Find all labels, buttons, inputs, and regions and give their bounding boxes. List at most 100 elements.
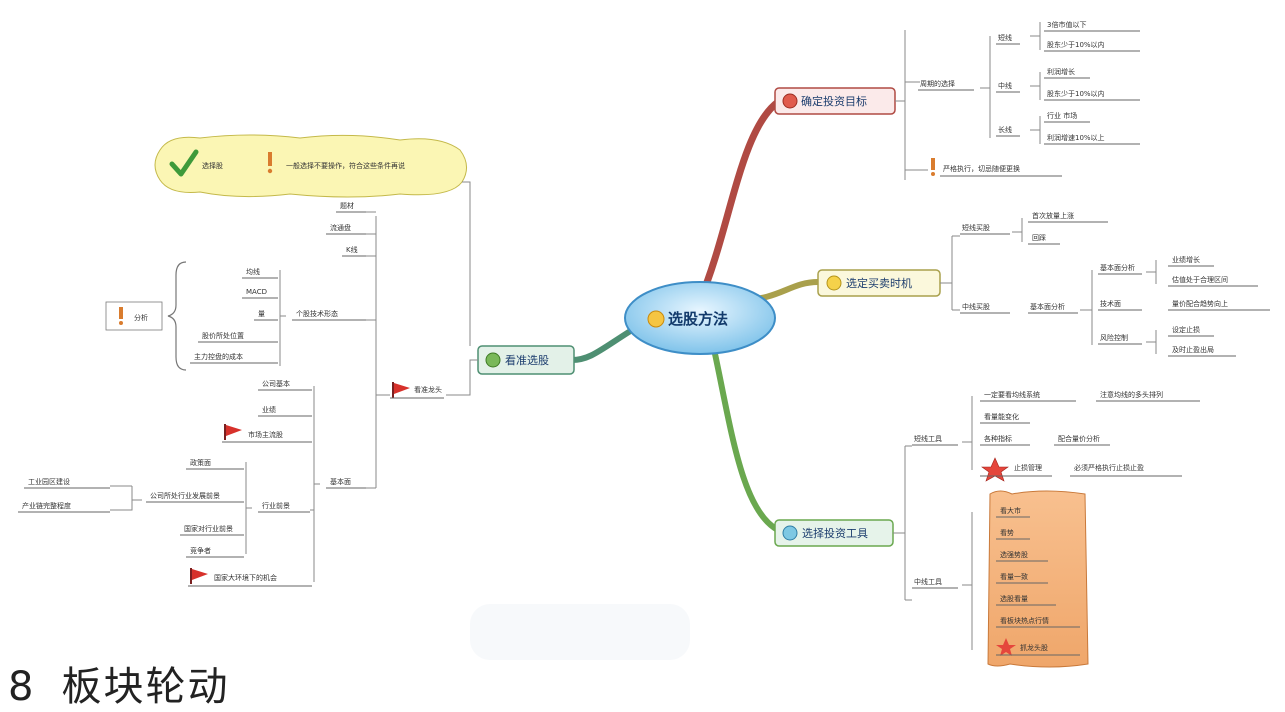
branch3-row4: 止损管理 <box>1014 463 1042 472</box>
branch2-n1: 短线买股 <box>962 223 990 232</box>
branch2-group1-item2: 估值处于合理区间 <box>1172 275 1228 284</box>
branch1-topic[interactable]: 确定投资目标 <box>774 87 896 115</box>
branch4-tech4: 股价所处位置 <box>202 331 244 340</box>
section-number: 8 <box>8 664 36 710</box>
exclamation-icon <box>119 307 123 325</box>
smiley-icon <box>647 310 665 328</box>
branch1-group2-label: 中线 <box>998 81 1012 90</box>
branch2-group2-label: 技术面 <box>1100 299 1121 308</box>
branch2-n2-mid: 基本面分析 <box>1030 302 1065 311</box>
branch1-group2-item2: 股东少于10%以内 <box>1047 89 1105 98</box>
exclamation-icon <box>267 152 273 174</box>
branch1-note: 严格执行，切忌随便更换 <box>943 164 1020 173</box>
branch4-ind3: 国家对行业前景 <box>184 524 233 533</box>
flag-icon <box>224 424 242 440</box>
branch4-left1: 工业园区建设 <box>28 477 70 486</box>
branch2-group3-item1: 设定止损 <box>1172 325 1200 334</box>
branch3-scroll-7: 抓龙头股 <box>1020 643 1048 652</box>
callout-cloud: 选择股 一般选择不要操作，符合这些条件再说 <box>154 134 467 198</box>
branch2-label: 选定买卖时机 <box>846 276 912 290</box>
branch4-fund-label: 基本面 <box>330 477 351 486</box>
branch4-mark: 看准龙头 <box>414 385 442 394</box>
tools-scroll <box>987 490 1089 668</box>
branch3-scroll-4: 看量一致 <box>1000 572 1028 581</box>
gear-icon <box>782 525 798 541</box>
branch4-ind1: 政策面 <box>190 458 211 467</box>
branch3-scroll-2: 看势 <box>1000 528 1014 537</box>
branch4-tech5: 主力控盘的成本 <box>194 352 243 361</box>
branch1-group3-label: 长线 <box>998 125 1012 134</box>
branch1-group2-item1: 利润增长 <box>1047 67 1075 76</box>
branch3-topic[interactable]: 选择投资工具 <box>774 519 894 547</box>
branch2-n1-item2: 回踩 <box>1032 234 1046 242</box>
branch3-row3: 各种指标 <box>984 434 1012 443</box>
branch1-node: 周期的选择 <box>920 79 955 88</box>
flag-icon <box>392 382 410 398</box>
branch-investment-tools: 选择投资工具 短线工具 一定要看均线系统 注意均线的多头排列 看量能变化 各种指… <box>774 390 1200 668</box>
branch2-group1-item1: 业绩增长 <box>1172 255 1200 264</box>
branch4-last: 国家大环境下的机会 <box>214 573 277 582</box>
branch-investment-goal: 确定投资目标 周期的选择 短线 3倍市值以下 股东少于10%以内 中线 利润增长… <box>774 20 1140 180</box>
branch4-top3: K线 <box>346 245 358 254</box>
branch4-tech3: 量 <box>258 310 265 318</box>
branch4-left2: 产业链完整程度 <box>22 501 71 510</box>
branch4-top2: 流通盘 <box>330 223 351 232</box>
callout-check-label: 选择股 <box>202 161 223 170</box>
callout-note: 一般选择不要操作，符合这些条件再说 <box>286 161 405 170</box>
branch1-group1-item1: 3倍市值以下 <box>1047 20 1086 29</box>
branch4-fund3: 市场主流股 <box>248 430 283 439</box>
branch3-label: 选择投资工具 <box>802 526 868 540</box>
branch1-group1-label: 短线 <box>998 33 1012 42</box>
branch3-row3-ext: 配合量价分析 <box>1058 434 1100 443</box>
branch3-row4-ext: 必须严格执行止损止盈 <box>1074 463 1144 472</box>
mind-map: 选股方法 确定投资目标 周期的选择 短线 3倍市值以下 股东少于10%以内 中线… <box>18 20 1270 668</box>
branch4-label: 看准选股 <box>505 353 549 367</box>
branch4-ind2: 公司所处行业发展前景 <box>150 491 220 500</box>
branch2-n2: 中线买股 <box>962 302 990 311</box>
white-patch <box>470 604 690 660</box>
checkmark-icon <box>169 149 199 177</box>
branch2-topic[interactable]: 选定买卖时机 <box>817 269 941 297</box>
analysis-box <box>105 301 163 331</box>
branch2-group1-label: 基本面分析 <box>1100 263 1135 272</box>
branch3-scroll-5: 选股看量 <box>1000 594 1028 603</box>
star-icon <box>996 638 1016 656</box>
flag-icon <box>190 568 208 584</box>
branch2-group3-label: 风险控制 <box>1100 333 1128 342</box>
center-label: 选股方法 <box>668 310 728 328</box>
branch4-ind4: 竞争者 <box>190 546 211 555</box>
branch4-aside: 分析 <box>134 313 148 322</box>
branch3-row1: 一定要看均线系统 <box>984 390 1040 399</box>
leaf-icon <box>485 352 501 368</box>
branch3-n1: 短线工具 <box>914 434 942 443</box>
exclamation-icon <box>931 158 935 176</box>
branch3-scroll-1: 看大市 <box>1000 506 1021 515</box>
branch3-n2: 中线工具 <box>914 577 942 586</box>
clock-icon <box>826 275 842 291</box>
branch4-top1: 题材 <box>340 201 354 210</box>
branch3-row2: 看量能变化 <box>984 412 1019 421</box>
branch4-fund2: 业绩 <box>262 405 276 414</box>
branch4-fund1: 公司基本 <box>262 379 290 388</box>
star-icon <box>981 457 1009 482</box>
branch4-tech1: 均线 <box>246 267 260 276</box>
branch2-group2-item1: 量价配合趋势向上 <box>1172 299 1228 308</box>
branch1-group1-item2: 股东少于10%以内 <box>1047 40 1105 49</box>
branch3-scroll-6: 看板块热点行情 <box>1000 616 1049 625</box>
branch4-topic[interactable]: 看准选股 <box>477 345 575 375</box>
branch-stock-picking: 看准选股 选择股 一般选择不要操作，符合这些条件再说 看准龙头 题材 流通盘 <box>18 134 575 587</box>
section-heading: 8 板块轮动 <box>8 654 255 712</box>
branch-trade-timing: 选定买卖时机 短线买股 首次放量上涨 回踩 中线买股 基本面分析 基本面分析 业… <box>817 211 1270 357</box>
target-icon <box>782 93 798 109</box>
branch3-row1-ext: 注意均线的多头排列 <box>1100 390 1163 399</box>
branch4-industry-label: 行业前景 <box>262 501 290 510</box>
branch1-group3-item2: 利润增速10%以上 <box>1047 133 1105 142</box>
center-node[interactable]: 选股方法 <box>624 281 776 355</box>
branch1-label: 确定投资目标 <box>801 94 867 108</box>
branch4-tech-label: 个股技术形态 <box>296 309 338 318</box>
branch2-group3-item2: 及时止盈出局 <box>1172 345 1214 354</box>
branch2-n1-item1: 首次放量上涨 <box>1032 211 1074 220</box>
branch1-group3-item1: 行业 市场 <box>1047 111 1077 120</box>
section-title: 板块轮动 <box>61 664 230 710</box>
branch4-tech2: MACD <box>246 288 267 296</box>
